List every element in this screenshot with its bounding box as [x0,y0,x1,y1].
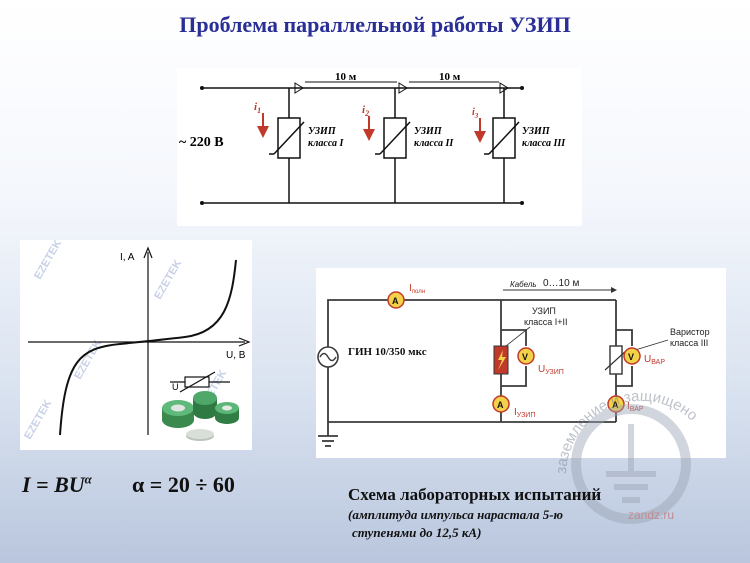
svg-text:EZETEK: EZETEK [22,398,54,442]
svg-text:A: A [497,400,504,410]
varistor-vac-graph: EZETEK EZETEK EZETEK EZETEK EZETEK I, A … [22,238,251,442]
generator-label: ГИН 10/350 мкс [348,346,427,358]
ammeter-var [607,395,625,413]
voltmeter-var [623,347,641,365]
caption-line-3: ступенями до 12,5 кА) [352,525,482,540]
svg-text:EZETEK: EZETEK [72,338,104,382]
formula-range: α = 20 ÷ 60 [132,472,235,497]
spd-branch-2: УЗИП класса II i2 [362,88,454,203]
varistor-vac-panel: EZETEK EZETEK EZETEK EZETEK EZETEK I, A … [20,238,252,450]
u-spd-label: UУЗИП [538,364,564,376]
spd-2-name: УЗИП [414,126,443,137]
ammeter-total [387,291,405,309]
supply-voltage-label: ~ 220 В [179,135,224,150]
lab-test-circuit: ГИН 10/350 мкс A Iполн Кабель 0…10 м УЗИ… [316,268,726,458]
parallel-spd-diagram: 10 м 10 м ~ 220 В УЗИП класса I i1 УЗИП … [179,71,566,205]
svg-text:A: A [612,400,619,410]
svg-text:EZETEK: EZETEK [152,258,184,302]
spd-3-class: класса III [522,138,566,149]
spd-2-class: класса II [414,138,454,149]
distance-label-1: 10 м [335,71,357,83]
spd-branch-1: УЗИП класса I i1 [254,88,345,203]
watermark-site: zandz.ru [628,508,674,522]
parallel-spd-circuit: 10 м 10 м ~ 220 В УЗИП класса I i1 УЗИП … [177,68,582,226]
i-spd-label: IУЗИП [514,407,535,419]
varistor-label-2: класса III [670,338,708,348]
svg-text:U: U [172,382,179,392]
voltmeter-spd [517,347,535,365]
cable-label: Кабель [510,280,537,289]
slide-title: Проблема параллельной работы УЗИП [179,12,571,37]
lab-circuit-diagram: ГИН 10/350 мкс A Iполн Кабель 0…10 м УЗИ… [317,278,710,447]
formula-main: I = BUα [22,472,92,498]
spd-3-name: УЗИП [522,126,551,137]
distance-label-2: 10 м [439,71,461,83]
caption-line-1: Схема лабораторных испытаний [348,485,602,504]
svg-text:V: V [628,352,634,362]
x-axis-label: U, B [226,350,246,361]
current-label-1: i1 [254,101,261,115]
svg-text:A: A [392,296,399,306]
varistor-symbol: U [170,371,230,393]
site-watermark: заземление и защищено zandz.ru [553,388,701,524]
varistor-photo [162,391,239,441]
varistor-label-1: Варистор [670,327,710,337]
spd-1-class: класса I [308,138,345,149]
caption-line-2: (амплитуда импульса нарастала 5-ю [348,507,564,522]
u-var-label: UВАР [644,354,665,366]
vac-curve [59,259,237,436]
lab-caption: Схема лабораторных испытаний (амплитуда … [348,485,728,541]
inductor-1 [294,82,304,94]
spd-branch-3: УЗИП класса III i3 [472,88,566,203]
current-label-3: i3 [472,107,479,120]
cable-length: 0…10 м [543,278,579,289]
inductor-2 [398,82,408,94]
current-label-2: i2 [362,104,369,118]
spd-label-1: УЗИП [532,306,556,316]
i-var-label: IВАР [627,401,644,413]
spd-1-name: УЗИП [308,126,337,137]
i-total-label: Iполн [409,283,425,295]
ground-symbol [318,435,338,447]
svg-text:V: V [522,352,528,362]
svg-text:EZETEK: EZETEK [32,240,64,282]
ammeter-spd [492,395,510,413]
y-axis-label: I, A [120,252,135,263]
spd-label-2: класса I+II [524,317,568,327]
